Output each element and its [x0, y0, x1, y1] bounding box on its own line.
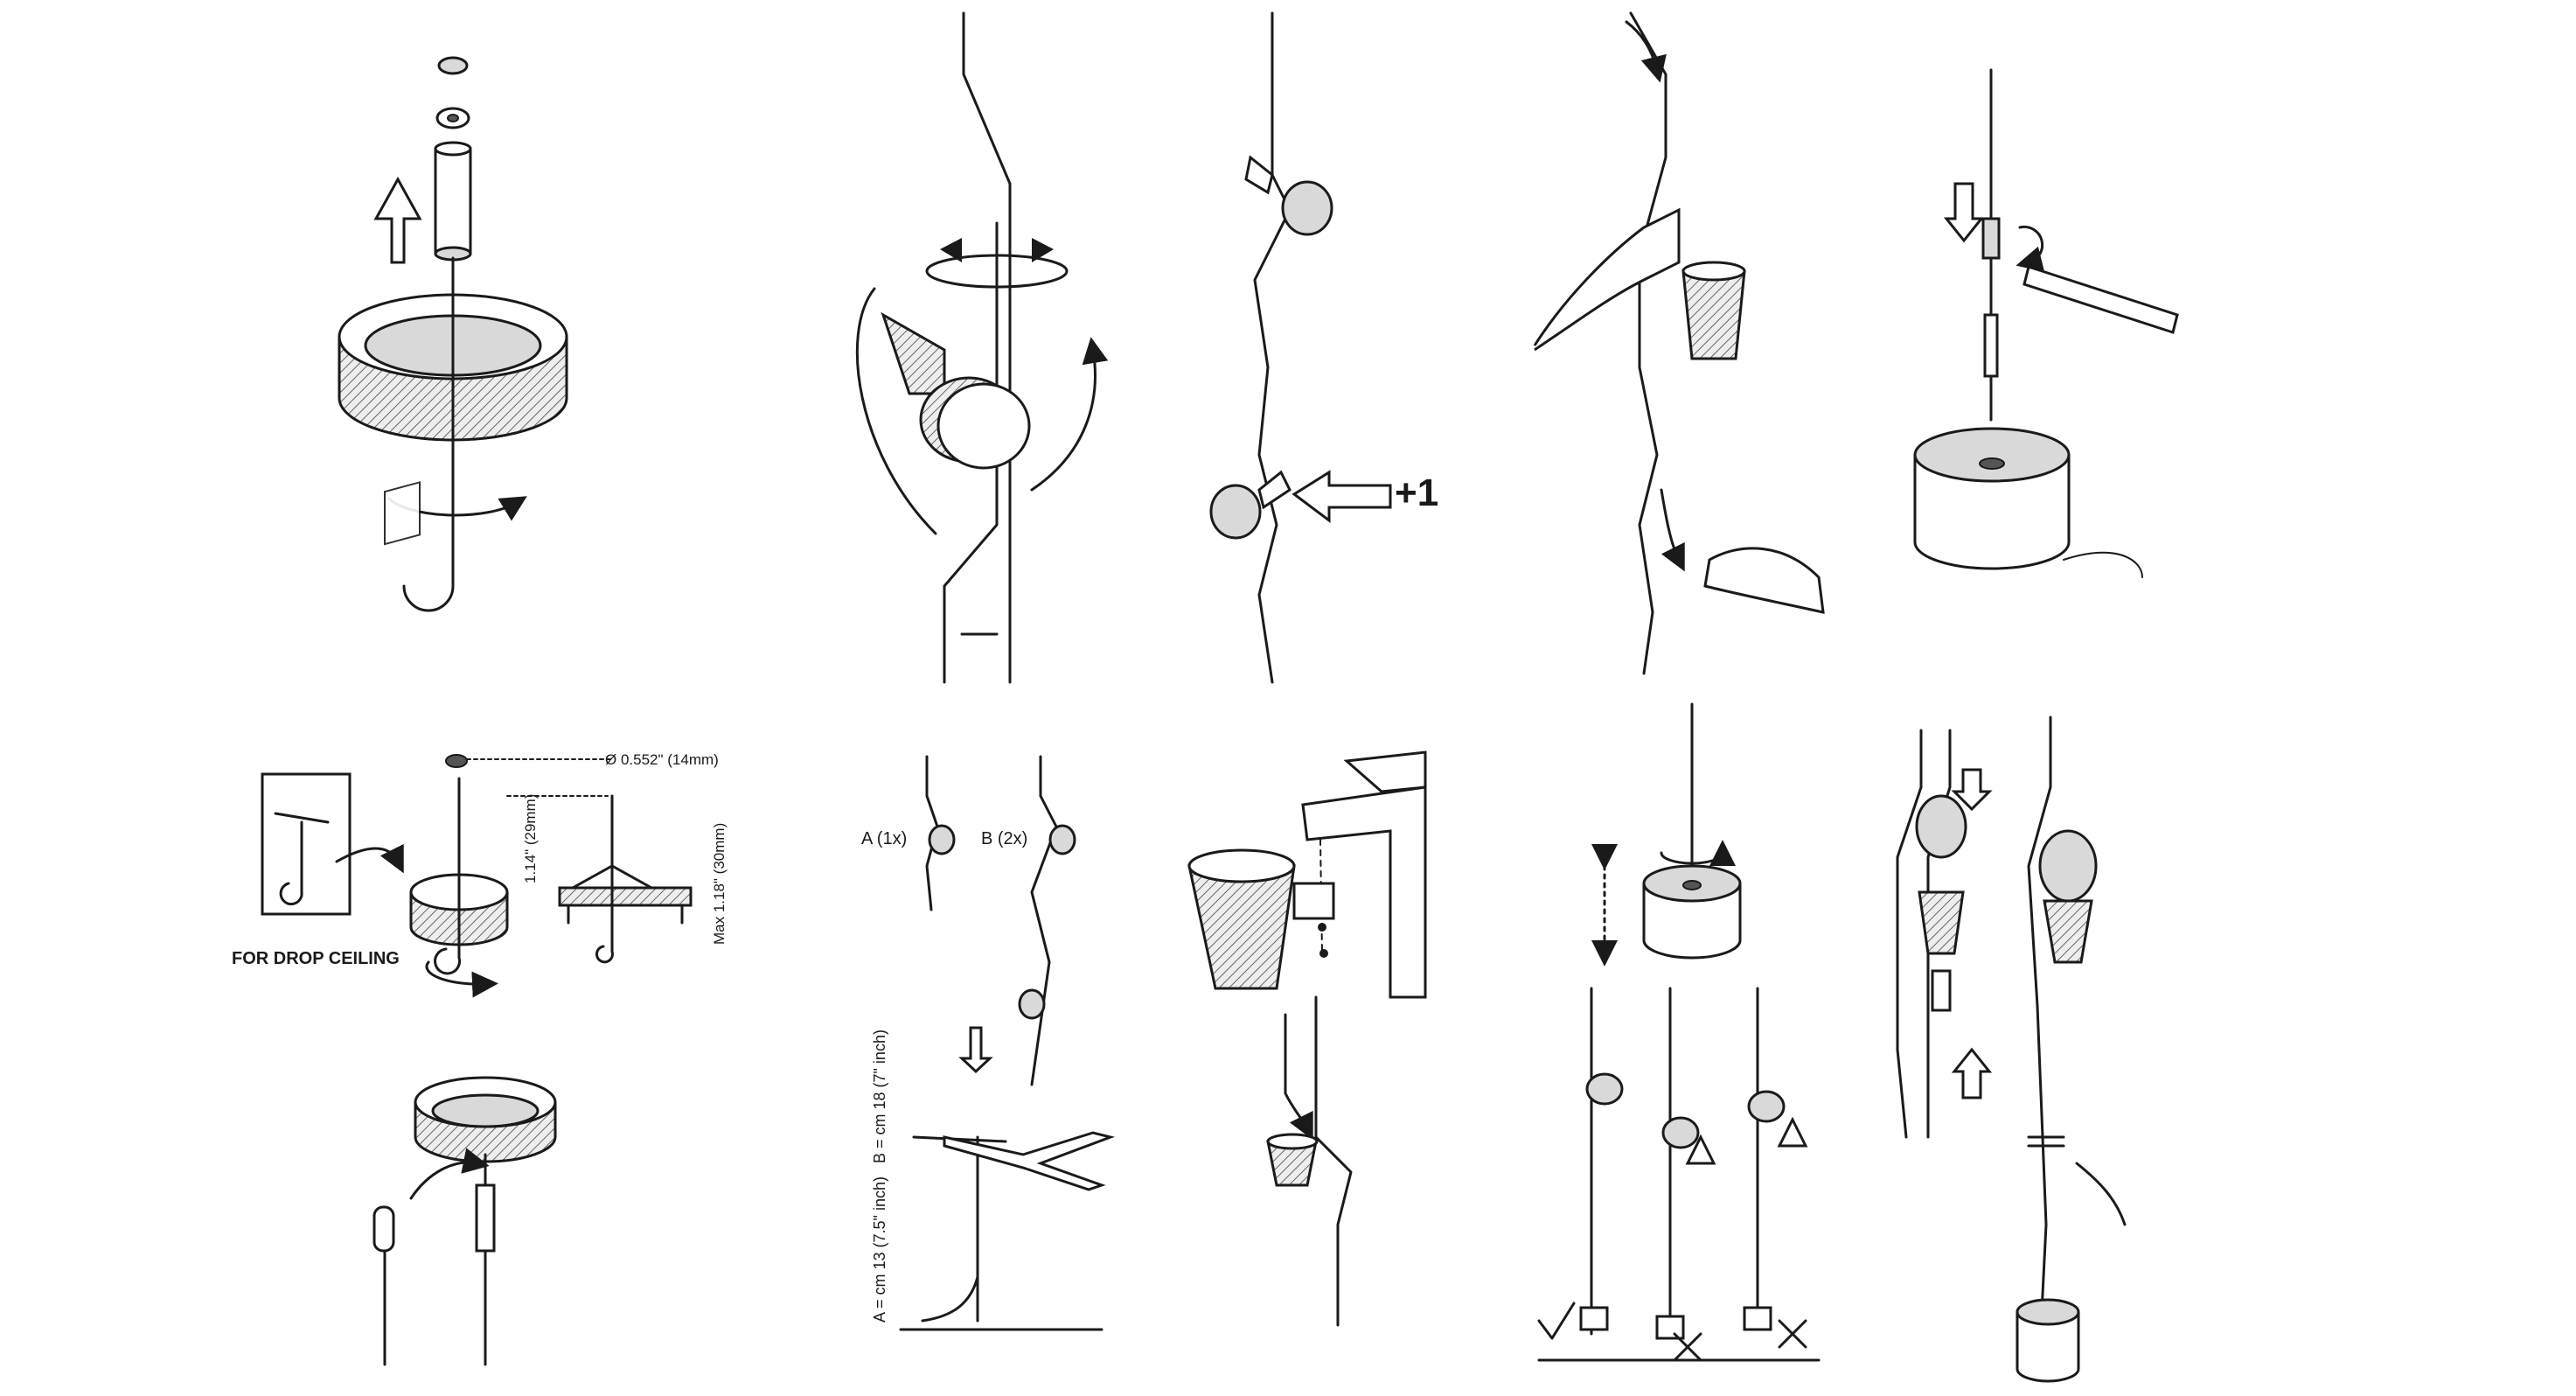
hardware-bag [261, 772, 352, 916]
rotate-ring-icon [925, 254, 1069, 289]
down-arrow-icon [958, 1026, 993, 1074]
cable [962, 11, 1012, 684]
cup-mounted [1266, 1133, 1319, 1187]
arrow-right-icon [1032, 238, 1054, 262]
drop-ceiling-caption: FOR DROP CEILING [232, 949, 400, 968]
weight-base [1913, 427, 2071, 570]
rotate-arrow-icon [1660, 840, 1736, 867]
curve-arrow-icon [1030, 337, 1109, 492]
lamp-b-2 [1018, 988, 1046, 1020]
dim-b: B = cm 18 (7" inch) [871, 1030, 888, 1163]
down-arrow-icon [1951, 768, 1993, 812]
check-icon [1537, 1302, 1576, 1340]
screwdriver [2023, 265, 2179, 334]
arrow-icon [335, 843, 404, 874]
weight-base [1642, 864, 1742, 960]
warning-icon [1777, 1116, 1808, 1148]
shade-right [2038, 829, 2098, 903]
cable-right [2027, 715, 2052, 1314]
panel-height-check [1537, 702, 1821, 1362]
label-b: B (2x) [981, 829, 1027, 848]
cross-icon [1778, 1319, 1807, 1349]
cable [1629, 11, 1667, 675]
cap-nut [445, 754, 468, 768]
arrow-left-icon [940, 238, 962, 262]
cap-nut [437, 56, 469, 75]
dim-diameter: Ø 0.552" (14mm) [605, 751, 719, 768]
up-arrow-icon [1951, 1047, 1993, 1099]
dim-max: Max 1.18" (30mm) [711, 823, 728, 945]
panel-drop-ceiling: FOR DROP CEILING Ø 0.552" (14mm) 1.14" (… [232, 751, 728, 1366]
add-count-label: +1 [1395, 471, 1438, 514]
lamp-socket [881, 311, 1031, 470]
shade-left [1915, 794, 1967, 859]
power-cord [855, 287, 937, 535]
panel-twist-lamp [855, 11, 1109, 684]
lamp-head-added [1209, 470, 1291, 540]
faucet-handle [1343, 750, 1427, 793]
canopy-loop [414, 1076, 557, 1163]
panel-weight-screwdriver [1913, 68, 2179, 578]
cable [1253, 11, 1291, 684]
hook [402, 558, 455, 612]
hand-upper [1533, 207, 1681, 352]
arrow-icon [409, 1148, 490, 1200]
cup-large [1187, 848, 1335, 990]
dim-height: 1.14" (29mm) [522, 794, 539, 883]
panel-final-assembly [1896, 715, 2127, 1383]
cable [1314, 995, 1353, 1327]
cable-left [1896, 729, 1923, 1139]
warning-icon [1685, 1134, 1716, 1165]
lamp-a [928, 824, 956, 855]
panel-hand-cup [1533, 11, 1825, 675]
lamp-head-top [1244, 155, 1333, 236]
label-a: A (1x) [861, 829, 907, 848]
cross-icon [1673, 1332, 1702, 1362]
down-arrow-icon [1625, 20, 1667, 83]
hand-lower [1703, 547, 1825, 614]
down-arrow-icon [1284, 1013, 1313, 1141]
cable-b [1030, 755, 1058, 1086]
pull-arrow-icon [1660, 488, 1685, 572]
panel-canopy-hook [338, 56, 568, 612]
left-arrow-icon [1291, 470, 1392, 523]
cup-left [1918, 890, 1965, 955]
cup [1681, 261, 1746, 360]
clamp [1981, 217, 2001, 260]
spacer-tube [434, 147, 472, 255]
dim-a: A = cm 13 (7.5" inch) [871, 1176, 888, 1323]
panel-faucet-cup [1187, 750, 1427, 1327]
up-arrow-icon [373, 176, 422, 264]
faucet [1301, 785, 1427, 999]
down-arrow-icon [1943, 182, 1985, 243]
weight-base [2016, 1298, 2080, 1383]
ceiling-section [558, 794, 693, 964]
cup-right [2043, 899, 2093, 964]
pliers [943, 1131, 1116, 1191]
panel-variants-pliers: A (1x) B (2x) A = cm 13 (7.5" inch) B = … [861, 755, 1116, 1331]
panel-add-lamp: +1 [1209, 11, 1438, 684]
rotate-arrow-icon [2016, 225, 2045, 272]
lamp-b-1 [1048, 824, 1076, 855]
